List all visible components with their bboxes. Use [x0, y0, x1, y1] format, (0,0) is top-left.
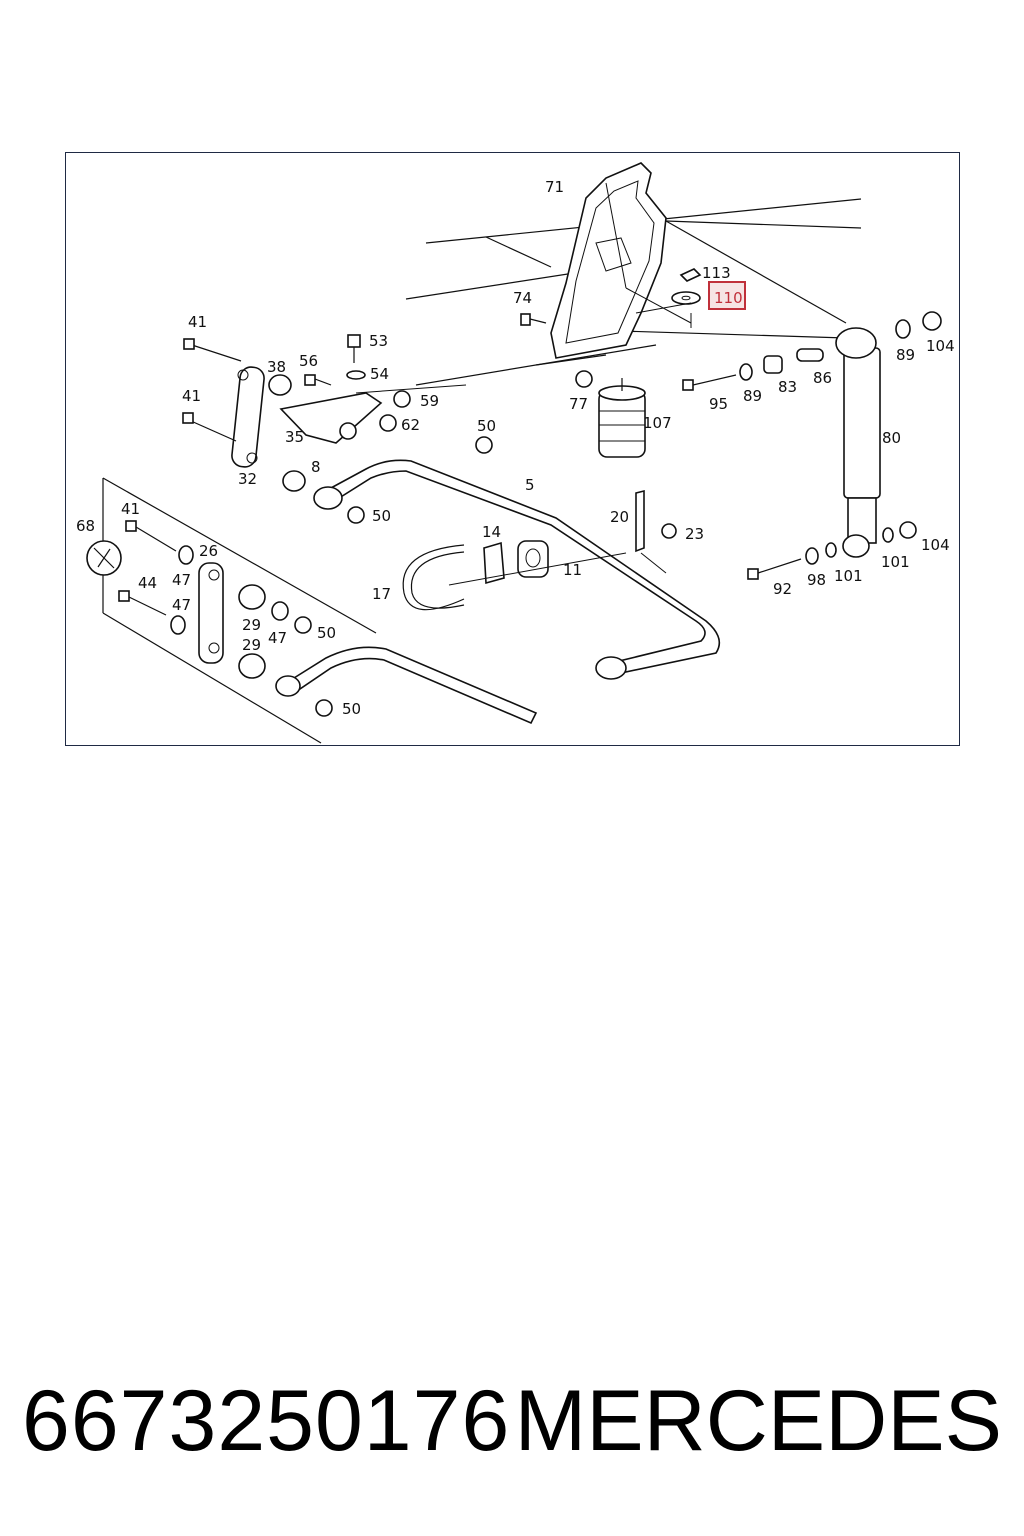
callout-labels: 71 113 110 74 41 53 38 56 54 41 59 62 35…	[76, 178, 955, 718]
nut-77	[575, 370, 593, 388]
callout-11: 11	[563, 561, 582, 579]
callout-41-lower: 41	[121, 500, 140, 518]
callout-50-a: 50	[477, 417, 496, 435]
callout-23: 23	[685, 525, 704, 543]
bracket-71	[550, 162, 692, 359]
link-32	[182, 338, 265, 468]
callout-8: 8	[311, 458, 321, 476]
wrench-icon	[86, 540, 122, 576]
callout-62: 62	[401, 416, 420, 434]
bush-38	[268, 374, 292, 396]
callout-20: 20	[610, 508, 629, 526]
callout-104-b: 104	[921, 536, 950, 554]
callout-107: 107	[643, 414, 672, 432]
product-footer: 6673250176 MERCEDES	[0, 1366, 1024, 1476]
callout-50-c: 50	[317, 624, 336, 642]
callout-35: 35	[285, 428, 304, 446]
callout-26: 26	[199, 542, 218, 560]
callout-86: 86	[813, 369, 832, 387]
parts-diagram-drawing: 71 113 110 74 41 53 38 56 54 41 59 62 35…	[76, 162, 955, 744]
bush-8	[282, 470, 306, 492]
callout-95: 95	[709, 395, 728, 413]
highlight-box-110	[708, 281, 746, 310]
bump-stop-107	[598, 378, 646, 458]
callout-14: 14	[482, 523, 501, 541]
callout-47-b: 47	[172, 596, 191, 614]
washer-110	[671, 291, 701, 305]
callout-54: 54	[370, 365, 389, 383]
callout-44: 44	[138, 574, 157, 592]
callout-92: 92	[773, 580, 792, 598]
brand-name: MERCEDES	[514, 1373, 1002, 1469]
callout-47-c: 47	[268, 629, 287, 647]
part-number: 6673250176	[22, 1373, 511, 1469]
callout-77: 77	[569, 395, 588, 413]
callout-110[interactable]: 110	[714, 289, 743, 307]
callout-41-upper: 41	[188, 313, 207, 331]
callout-89-a: 89	[743, 387, 762, 405]
callout-38: 38	[267, 358, 286, 376]
callout-32: 32	[238, 470, 257, 488]
callout-113: 113	[702, 264, 731, 282]
callout-74: 74	[513, 289, 532, 307]
callout-83: 83	[778, 378, 797, 396]
callout-101-b: 101	[881, 553, 910, 571]
callout-71: 71	[545, 178, 564, 196]
stabilizer-bar-lower	[275, 646, 538, 725]
callout-89-b: 89	[896, 346, 915, 364]
bracket-35	[279, 334, 493, 524]
bracket-20	[635, 489, 677, 553]
stabilizer-bar-5	[313, 459, 721, 680]
shock-absorber-80	[835, 327, 881, 558]
callout-50-d: 50	[342, 700, 361, 718]
callout-5: 5	[525, 476, 535, 494]
callout-50-b: 50	[372, 507, 391, 525]
callout-59: 59	[420, 392, 439, 410]
callout-29-a: 29	[242, 616, 261, 634]
callout-68: 68	[76, 517, 95, 535]
clip-113	[679, 268, 702, 282]
left-bracket-group	[102, 477, 377, 744]
callout-80: 80	[882, 429, 901, 447]
callout-41-mid: 41	[182, 387, 201, 405]
callout-98: 98	[807, 571, 826, 589]
upper-mount-hardware	[682, 311, 942, 391]
callout-104-a: 104	[926, 337, 955, 355]
callout-17: 17	[372, 585, 391, 603]
bolt-74	[520, 313, 547, 326]
callout-29-b: 29	[242, 636, 261, 654]
lower-mount-hardware	[747, 521, 917, 580]
parts-diagram: 71 113 110 74 41 53 38 56 54 41 59 62 35…	[65, 152, 960, 746]
bush-clamp-group	[402, 540, 549, 611]
callout-53: 53	[369, 332, 388, 350]
callout-47-a: 47	[172, 571, 191, 589]
leader-lines	[355, 302, 692, 586]
callout-56: 56	[299, 352, 318, 370]
callout-101-a: 101	[834, 567, 863, 585]
